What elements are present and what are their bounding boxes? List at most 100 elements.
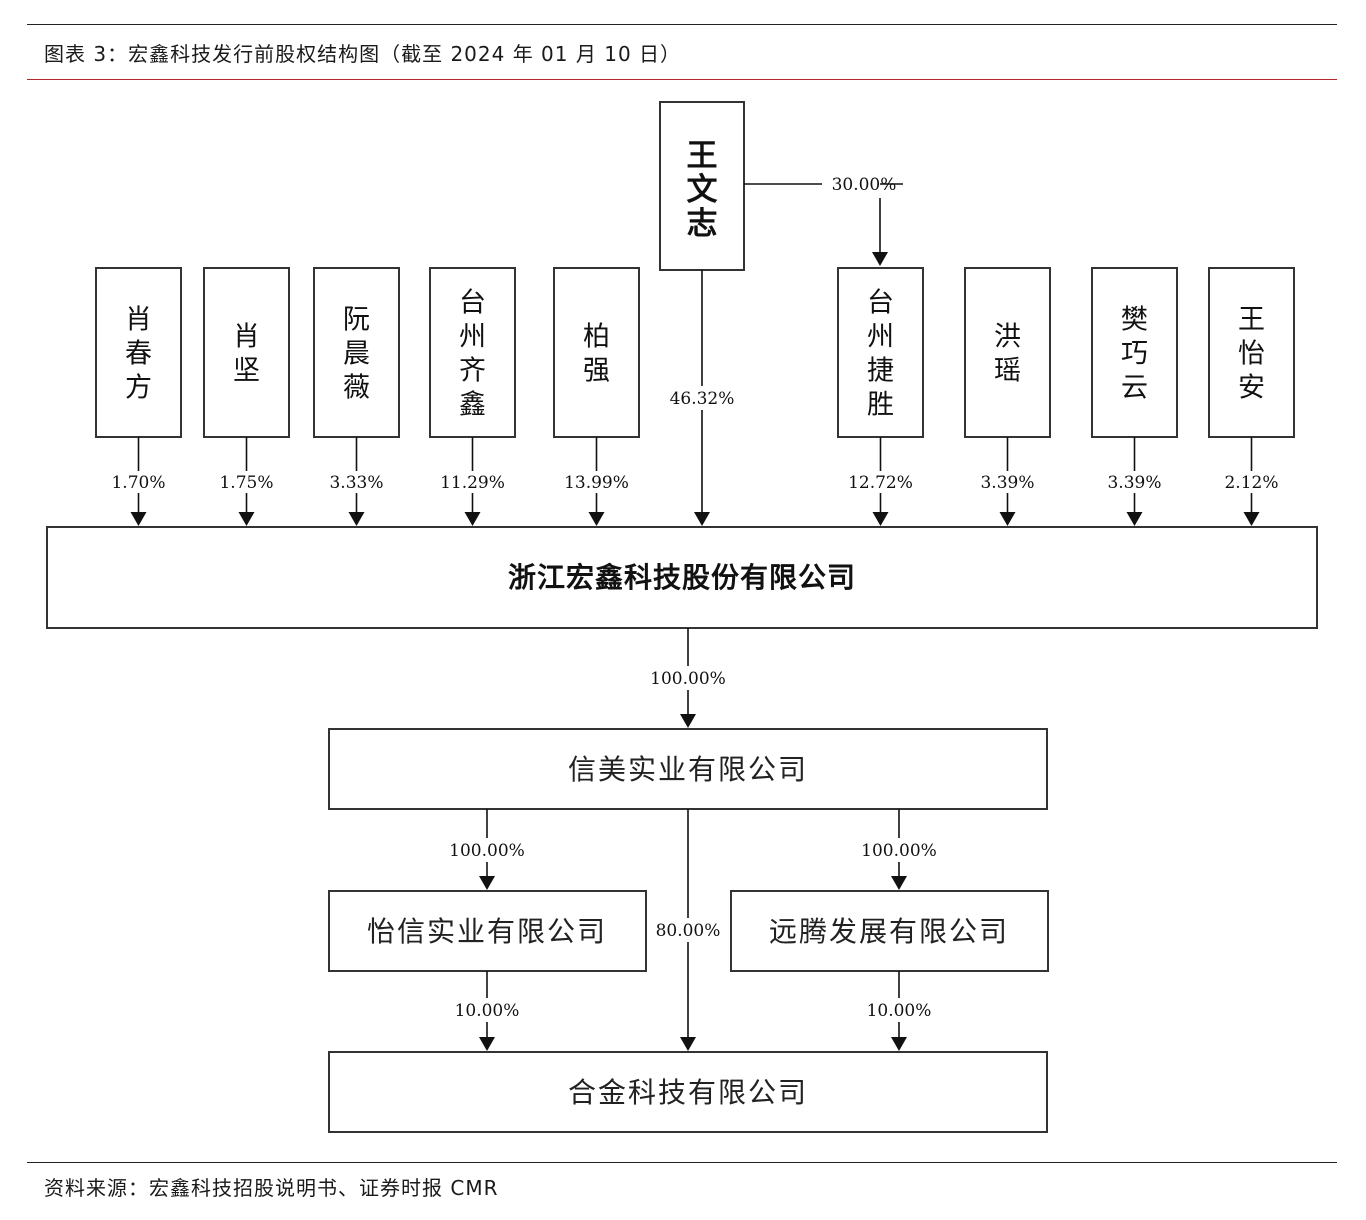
shareholder-pct-bg: [438, 471, 507, 493]
shareholder-name-char: 洪: [994, 322, 1021, 353]
shareholder-pct: 3.39%: [1107, 473, 1161, 493]
controller-box: [659, 101, 745, 271]
yixin-name: 怡信实业有限公司: [367, 915, 607, 948]
xinmei-to-yixin-pct-bg: [440, 838, 534, 862]
controller-direct-pct-bg: [660, 386, 744, 410]
yuanteng-to-hejin-pct: 10.00%: [867, 1001, 932, 1021]
shareholder-arrow: [348, 512, 365, 526]
shareholder-pct-bg: [1217, 471, 1286, 493]
top-rule: [27, 24, 1337, 25]
shareholder-pct: 3.33%: [329, 473, 383, 493]
company-to-xinmei-arrow: [680, 714, 696, 728]
shareholder-name-char: 王: [1238, 305, 1265, 336]
shareholder-name-char: 晨: [343, 339, 370, 370]
shareholder-box: [95, 267, 182, 438]
yixin-to-hejin-pct: 10.00%: [455, 1001, 520, 1021]
yuanteng-box: [730, 890, 1049, 972]
shareholder-name-char: 方: [125, 373, 152, 404]
shareholder-name-char: 强: [583, 356, 610, 387]
caption-underline: [27, 79, 1337, 80]
shareholder-name-char: 薇: [343, 373, 370, 404]
shareholder-arrow: [872, 512, 889, 526]
xinmei-to-hejin-pct-bg: [648, 918, 728, 942]
hejin-name: 合金科技有限公司: [568, 1076, 808, 1109]
shareholder-box: [313, 267, 400, 438]
xinmei-to-yuanteng-pct-bg: [852, 838, 946, 862]
shareholder-pct-bg: [562, 471, 631, 493]
shareholder-pct-bg: [1100, 471, 1169, 493]
hejin-box: [328, 1051, 1048, 1133]
shareholder-pct: 2.12%: [1224, 473, 1278, 493]
shareholder-pct: 1.75%: [219, 473, 273, 493]
shareholder-box: [1091, 267, 1178, 438]
shareholder-name-char: 柏: [583, 322, 610, 353]
yuanteng-to-hejin-pct-bg: [856, 998, 942, 1022]
shareholder-group: 肖春方1.70%肖坚1.75%阮晨薇3.33%台州齐鑫11.29%柏强13.99…: [95, 267, 1295, 526]
shareholder-name-char: 阮: [343, 305, 370, 336]
company-box: [46, 526, 1318, 629]
shareholder-name-char: 州: [459, 322, 486, 353]
shareholder-name-char: 州: [867, 322, 894, 353]
shareholder-pct-bg: [322, 471, 391, 493]
xinmei-to-yuanteng-arrow: [891, 876, 907, 890]
shareholder-name-char: 胜: [867, 390, 894, 421]
yixin-to-hejin-arrow: [479, 1037, 495, 1051]
shareholder-box: [1208, 267, 1295, 438]
shareholder-name-char: 春: [125, 339, 152, 370]
shareholder-arrow: [1243, 512, 1260, 526]
shareholder-name-char: 台: [867, 288, 894, 319]
xinmei-to-yuanteng-pct: 100.00%: [861, 841, 937, 861]
xinmei-to-yixin-arrow: [479, 876, 495, 890]
yixin-to-hejin-pct-bg: [444, 998, 530, 1022]
shareholder-name-char: 怡: [1238, 339, 1265, 370]
bottom-rule: [27, 1162, 1337, 1163]
shareholder-pct: 13.99%: [564, 473, 629, 493]
shareholder-box: [203, 267, 290, 438]
controller-name-char-2: 文: [687, 172, 718, 208]
xinmei-box: [328, 728, 1048, 810]
shareholder-pct-bg: [212, 471, 281, 493]
shareholder-arrow: [130, 512, 147, 526]
shareholder-pct-bg: [846, 471, 915, 493]
source-note: 资料来源：宏鑫科技招股说明书、证券时报 CMR: [44, 1176, 499, 1200]
shareholder-name-char: 鑫: [459, 390, 486, 421]
shareholder-name-char: 巧: [1121, 339, 1148, 370]
xinmei-to-hejin-arrow: [680, 1037, 696, 1051]
shareholder-arrow: [1126, 512, 1143, 526]
yuanteng-name: 远腾发展有限公司: [769, 915, 1009, 948]
controller-name-char-3: 志: [687, 206, 718, 242]
shareholder-arrow: [238, 512, 255, 526]
shareholder-name-char: 瑶: [994, 356, 1021, 387]
shareholder-name-char: 坚: [233, 356, 260, 387]
shareholder-name-char: 齐: [459, 356, 486, 387]
shareholder-arrow: [588, 512, 605, 526]
shareholder-name-char: 台: [459, 288, 486, 319]
shareholder-name-char: 肖: [125, 305, 152, 336]
shareholder-arrow: [999, 512, 1016, 526]
shareholder-box: [553, 267, 640, 438]
shareholder-arrow: [464, 512, 481, 526]
xinmei-name: 信美实业有限公司: [568, 753, 808, 786]
shareholder-box: [964, 267, 1051, 438]
yuanteng-to-hejin-arrow: [891, 1037, 907, 1051]
controller-to-jiesheng-pct: 30.00%: [832, 175, 897, 195]
shareholder-name-char: 安: [1238, 373, 1265, 404]
shareholder-pct-bg: [104, 471, 173, 493]
shareholder-box: [429, 267, 516, 438]
controller-direct-arrow: [694, 512, 710, 526]
figure-caption: 图表 3：宏鑫科技发行前股权结构图（截至 2024 年 01 月 10 日）: [44, 42, 682, 66]
shareholder-pct: 3.39%: [980, 473, 1034, 493]
shareholder-pct: 1.70%: [111, 473, 165, 493]
shareholder-pct-bg: [973, 471, 1042, 493]
shareholder-name-char: 云: [1121, 373, 1148, 404]
controller-to-jiesheng-arrow: [872, 252, 888, 266]
controller-name-char-1: 王: [687, 138, 718, 174]
shareholder-pct: 12.72%: [848, 473, 913, 493]
shareholder-name-char: 樊: [1121, 305, 1148, 336]
shareholder-name-char: 捷: [867, 356, 894, 387]
company-name: 浙江宏鑫科技股份有限公司: [508, 561, 856, 594]
yixin-box: [328, 890, 647, 972]
company-to-xinmei-pct-bg: [640, 666, 736, 690]
xinmei-to-yixin-pct: 100.00%: [449, 841, 525, 861]
